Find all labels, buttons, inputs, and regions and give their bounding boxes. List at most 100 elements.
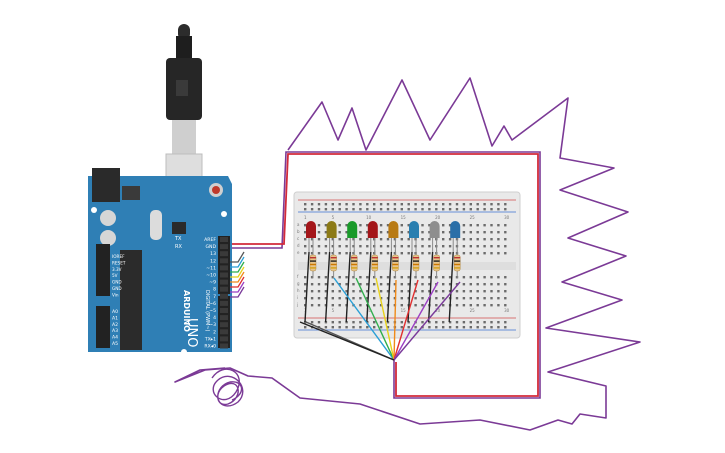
pin-label: 13 (210, 251, 216, 257)
column-number: 15 (401, 308, 407, 313)
led-4[interactable] (367, 221, 378, 252)
led-3[interactable] (347, 221, 358, 252)
led-5[interactable] (388, 221, 399, 252)
led-resistor-array[interactable] (304, 221, 461, 323)
power-label: GND (112, 286, 122, 291)
header-pin[interactable] (220, 237, 228, 242)
resistor-2[interactable] (330, 250, 337, 278)
header-pin[interactable] (220, 343, 228, 349)
pin-label: ~11 (206, 265, 216, 271)
fan-wire[interactable] (375, 277, 395, 361)
ground-wire[interactable] (366, 251, 372, 323)
header-pin[interactable] (220, 286, 228, 292)
red-power-wire[interactable] (230, 153, 539, 397)
header-pin[interactable] (220, 322, 228, 328)
bundle-wire[interactable] (230, 271, 245, 283)
ground-wire[interactable] (345, 251, 351, 323)
ground-wire[interactable] (324, 251, 331, 323)
header-pin[interactable] (220, 308, 228, 313)
ground-wire[interactable] (427, 251, 434, 323)
breadboard-holes[interactable] (304, 203, 507, 329)
row-letter: f (297, 274, 299, 279)
header-pin[interactable] (220, 265, 228, 271)
bundle-wire[interactable] (230, 266, 245, 278)
pin-label: ~9 (209, 280, 216, 286)
ground-wire[interactable] (304, 251, 310, 323)
header-pin[interactable] (220, 336, 228, 342)
bundle-wire[interactable] (230, 276, 245, 288)
arduino-uno-board[interactable]: ARDUINO UNO DIGITAL (PWM~) TX RX AREFGND… (88, 168, 232, 355)
power-label: 5V (112, 273, 118, 278)
arduino-brand-label: ARDUINO (182, 290, 191, 332)
led-2[interactable] (326, 221, 337, 252)
resistor-1[interactable] (309, 250, 317, 278)
fan-wire[interactable] (393, 279, 397, 361)
ground-wire[interactable] (448, 251, 454, 323)
resistor-7[interactable] (433, 250, 440, 278)
pin-label: ~5 (209, 308, 216, 314)
resistor-5[interactable] (392, 250, 399, 278)
header-pin[interactable] (220, 315, 228, 321)
fan-wire[interactable] (355, 277, 395, 361)
column-number: 10 (366, 215, 372, 220)
header-pin[interactable] (220, 251, 228, 257)
header-pin[interactable] (220, 258, 228, 264)
bundle-wire[interactable] (230, 256, 245, 268)
column-number: 5 (332, 308, 335, 313)
header-pin[interactable] (220, 244, 228, 250)
row-letter: h (297, 288, 300, 293)
purple-scribble-wire[interactable] (174, 77, 641, 431)
column-number: 15 (401, 215, 407, 220)
led-7[interactable] (429, 221, 440, 252)
fan-wire[interactable] (333, 277, 395, 361)
resistor-4[interactable] (371, 250, 379, 278)
header-pin[interactable] (220, 329, 228, 335)
bundle-wire[interactable] (230, 261, 245, 273)
fan-wire[interactable] (299, 321, 395, 361)
header-pin[interactable] (220, 293, 228, 299)
analog-label: A4 (112, 335, 118, 341)
bundle-wire[interactable] (230, 286, 245, 298)
resistor-3[interactable] (350, 250, 358, 278)
led-6[interactable] (409, 221, 419, 252)
pin-label: 7 (213, 294, 216, 300)
analog-label: A1 (112, 315, 118, 321)
header-pin[interactable] (220, 279, 228, 285)
fan-out-wires[interactable] (299, 277, 461, 361)
header-pin[interactable] (220, 272, 228, 278)
power-label: 3.3V (112, 267, 122, 272)
ground-wire[interactable] (386, 251, 393, 323)
row-letter: c (297, 236, 299, 241)
tx-label: TX (174, 236, 182, 242)
usb-cable (165, 24, 203, 197)
rx-label: RX (175, 244, 182, 250)
power-label: RESET (112, 260, 126, 265)
pin-label: ~10 (206, 273, 216, 279)
power-label: IOREF (112, 254, 125, 259)
column-number: 20 (435, 215, 441, 220)
led-1[interactable] (306, 221, 316, 252)
led-8[interactable] (450, 221, 461, 252)
purple-board-wire[interactable] (232, 151, 541, 399)
resistor-8[interactable] (453, 250, 461, 278)
pin-label: 4 (213, 315, 216, 321)
fan-wire[interactable] (393, 279, 419, 361)
digital-header-label: DIGITAL (PWM~) (204, 290, 210, 332)
resistor-6[interactable] (412, 250, 420, 278)
fan-wire[interactable] (393, 281, 461, 361)
column-number: 20 (435, 308, 441, 313)
pin-label: 8 (213, 287, 216, 293)
signal-wire-bundle[interactable] (230, 251, 245, 298)
row-letter: g (297, 281, 300, 286)
fan-wire[interactable] (393, 281, 439, 361)
bundle-wire[interactable] (230, 251, 245, 263)
pin-label: 2 (213, 329, 216, 335)
row-letter: d (297, 243, 300, 248)
header-pin[interactable] (220, 300, 228, 306)
row-letter: e (297, 250, 300, 255)
purple-tangle (211, 368, 244, 407)
bundle-wire[interactable] (230, 281, 245, 293)
power-label: GND (112, 280, 122, 285)
